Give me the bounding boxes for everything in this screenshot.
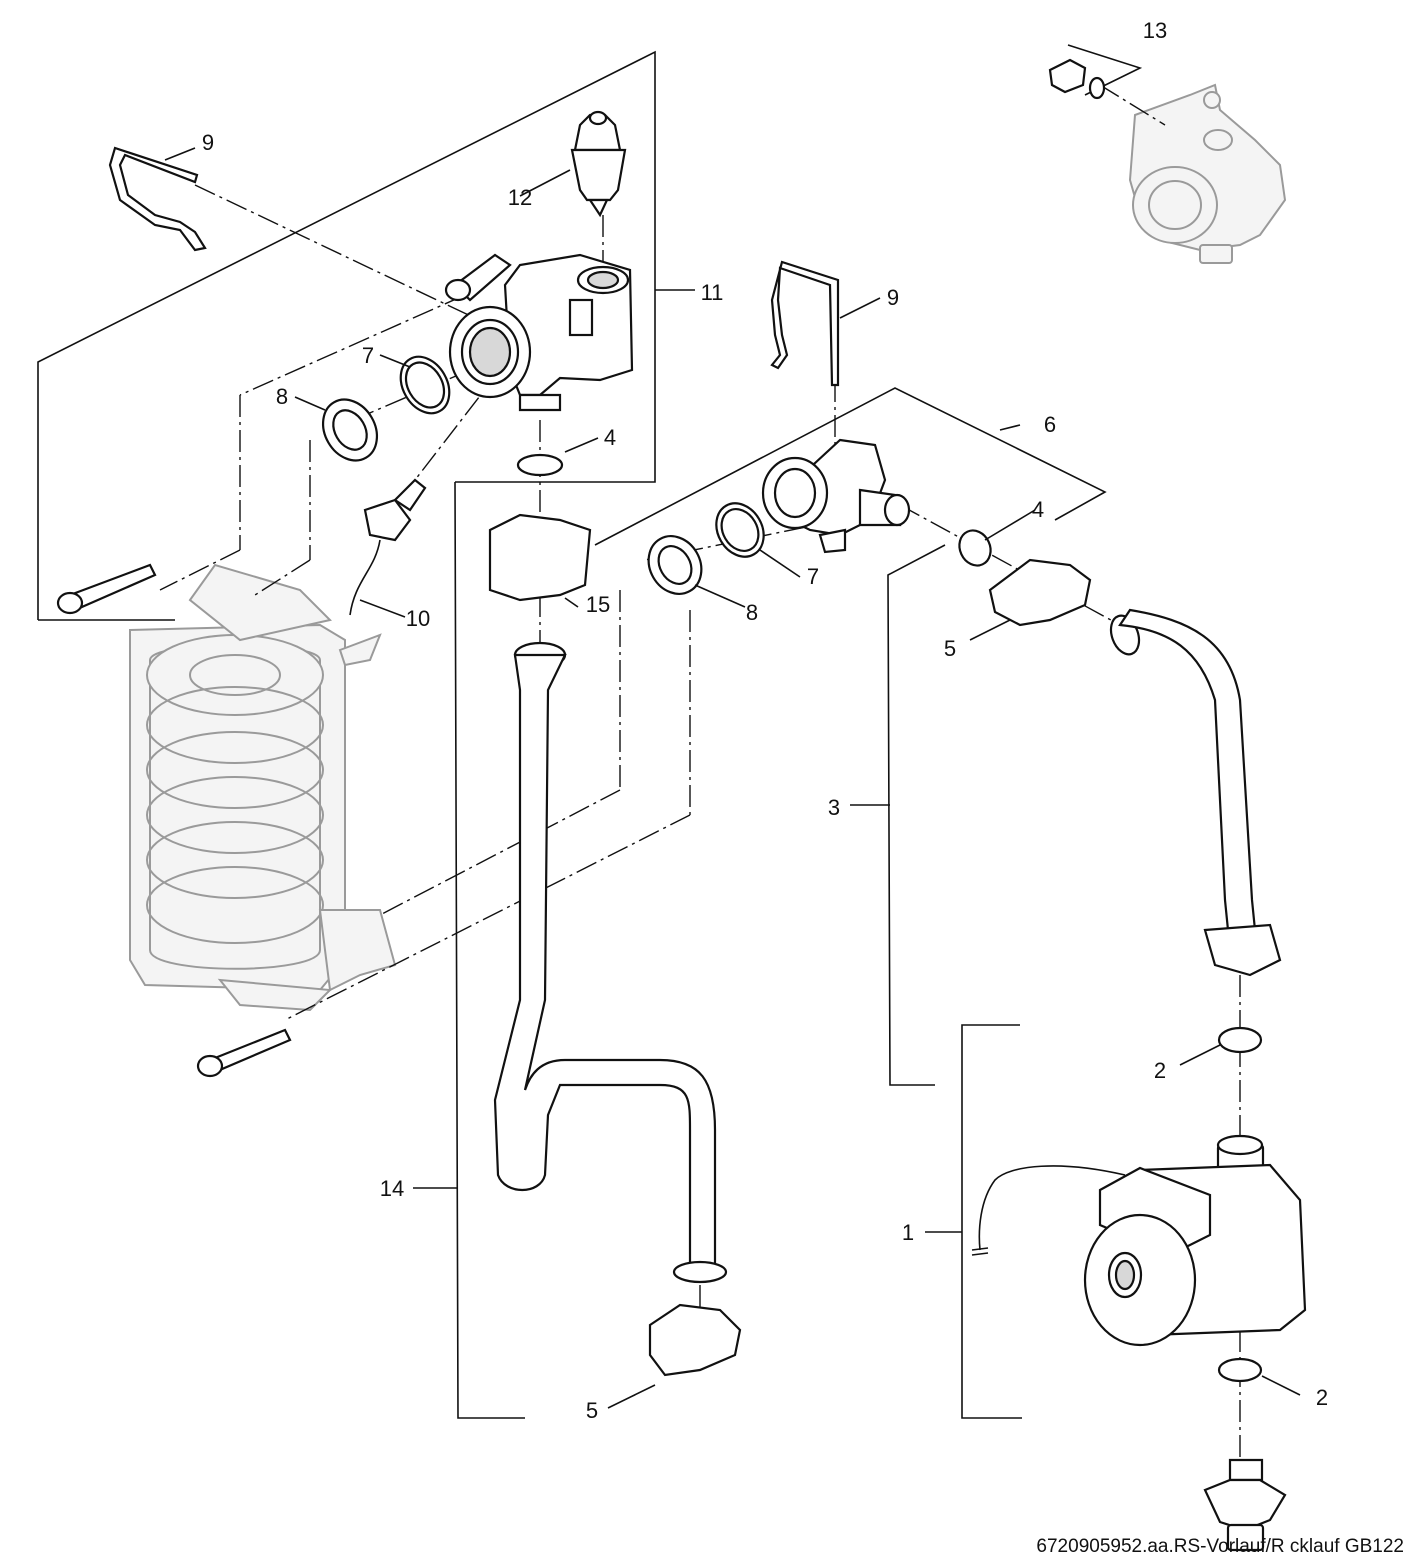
grouping-brackets [37,44,1143,1419]
return-valve-body [761,438,911,554]
o-ring-4-right [958,529,992,567]
label-1: 1 [902,1220,914,1245]
seal-ring-7-left [399,355,451,415]
temperature-sensor [349,478,427,616]
heat-exchanger [129,563,397,1012]
label-9-left: 9 [202,130,214,155]
part-labels: 9 12 11 7 8 4 10 15 9 6 4 7 8 5 3 13 2 1… [202,18,1328,1423]
label-15: 15 [586,592,610,617]
label-5-bottom: 5 [586,1398,598,1423]
label-7-center: 7 [807,564,819,589]
label-14: 14 [380,1176,404,1201]
label-9-right: 9 [887,285,899,310]
figure-caption: 6720905952.aa.RS-Vorlauf/R cklauf GB122 [1036,1536,1404,1557]
air-vent [570,110,627,218]
label-5-right: 5 [944,636,956,661]
label-3: 3 [828,795,840,820]
clip-9-right [770,260,840,387]
label-10: 10 [406,606,430,631]
clip-5-right [988,558,1092,627]
label-4-right: 4 [1032,497,1044,522]
plug-13 [1048,58,1106,100]
label-4-top: 4 [604,425,616,450]
label-8-center: 8 [746,600,758,625]
bottom-fitting [1203,1458,1287,1552]
return-pipe [493,641,728,1284]
seal-ring-7-center [715,502,765,558]
seal-ring-8-center [647,535,703,595]
screw-top [56,563,157,615]
label-6: 6 [1044,412,1056,437]
o-ring-2-top [1217,1026,1263,1054]
label-2-top: 2 [1154,1058,1166,1083]
clip-15 [488,513,592,602]
circulation-pump [971,1134,1307,1347]
label-12: 12 [508,185,532,210]
seal-ring-8-left [321,398,379,462]
clip-5-bottom [648,1303,742,1377]
flow-valve-body [444,253,634,412]
label-7-left: 7 [362,343,374,368]
label-8-left: 8 [276,384,288,409]
clip-9-left [108,146,207,252]
pump-housing-ghost [1128,83,1287,264]
leader-lines [164,147,1301,1409]
screw-bottom [196,1028,292,1078]
label-11: 11 [701,280,724,305]
label-2-bottom: 2 [1316,1385,1328,1410]
o-ring-2-bottom [1217,1357,1263,1383]
o-ring-4-top [516,453,564,477]
flow-pipe [1109,608,1282,977]
label-13: 13 [1143,18,1167,43]
